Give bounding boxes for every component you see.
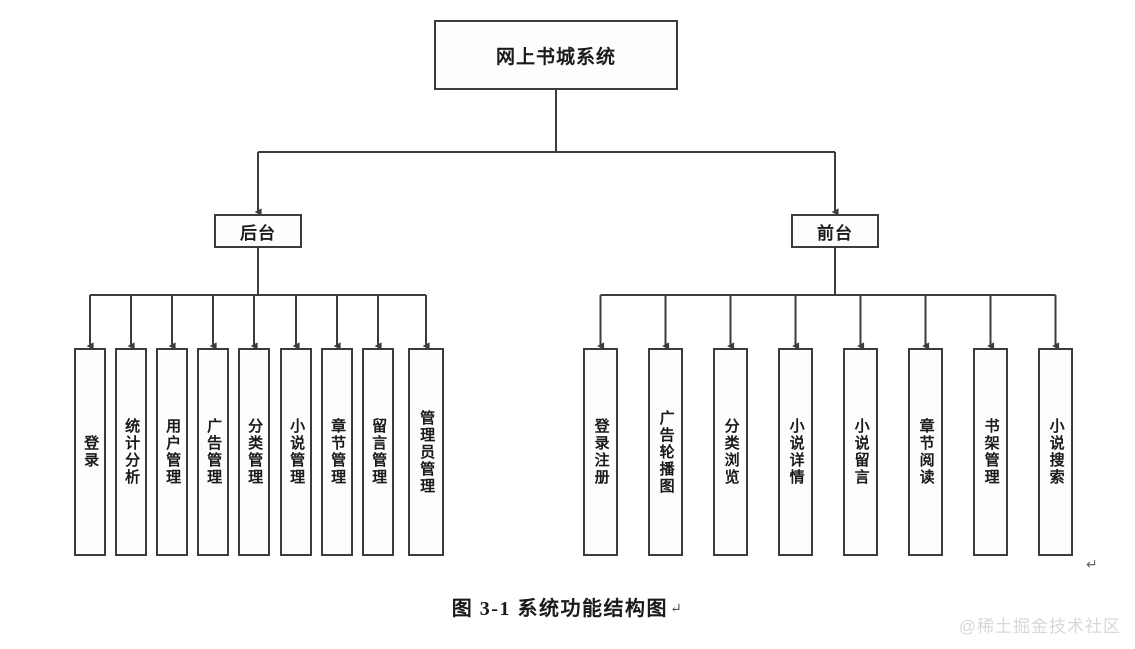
node-leaf-backend-5: 小说管理	[280, 348, 312, 556]
node-leaf-backend-0: 登录	[74, 348, 106, 556]
node-leaf-frontend-7-label: 小说搜索	[1047, 418, 1065, 486]
node-leaf-frontend-3-label: 小说详情	[787, 418, 805, 486]
node-leaf-frontend-6-label: 书架管理	[982, 418, 1000, 486]
node-leaf-backend-1-label: 统计分析	[123, 418, 141, 486]
node-leaf-frontend-6: 书架管理	[973, 348, 1008, 556]
node-leaf-frontend-7: 小说搜索	[1038, 348, 1073, 556]
node-leaf-backend-0-label: 登录	[82, 435, 100, 469]
node-leaf-frontend-3: 小说详情	[778, 348, 813, 556]
figure-caption-text: 图 3-1 系统功能结构图	[451, 598, 668, 620]
node-leaf-backend-8-label: 管理员管理	[418, 409, 436, 495]
node-branch-backend-label: 后台	[240, 223, 276, 243]
node-leaf-frontend-5: 章节阅读	[908, 348, 943, 556]
node-branch-frontend: 前台	[791, 214, 879, 248]
node-branch-backend: 后台	[214, 214, 302, 248]
node-leaf-backend-7: 留言管理	[362, 348, 394, 556]
node-root: 网上书城系统	[434, 20, 678, 90]
node-leaf-backend-6: 章节管理	[321, 348, 353, 556]
node-leaf-backend-3: 广告管理	[197, 348, 229, 556]
node-leaf-backend-1: 统计分析	[115, 348, 147, 556]
watermark-label: @稀土掘金技术社区	[958, 617, 1121, 636]
node-leaf-frontend-1: 广告轮播图	[648, 348, 683, 556]
node-leaf-backend-2: 用户管理	[156, 348, 188, 556]
node-leaf-backend-3-label: 广告管理	[205, 418, 223, 486]
node-leaf-frontend-5-label: 章节阅读	[917, 418, 935, 486]
node-leaf-backend-8: 管理员管理	[408, 348, 444, 556]
node-branch-frontend-label: 前台	[817, 223, 853, 243]
paragraph-mark-icon: ↵	[669, 602, 684, 617]
node-leaf-frontend-1-label: 广告轮播图	[657, 409, 675, 495]
node-leaf-backend-6-label: 章节管理	[329, 418, 347, 486]
node-leaf-backend-4: 分类管理	[238, 348, 270, 556]
node-root-label: 网上书城系统	[495, 46, 616, 68]
node-leaf-backend-4-label: 分类管理	[246, 418, 264, 486]
trailing-paragraph-mark-icon: ↵	[1086, 556, 1098, 572]
node-leaf-frontend-4: 小说留言	[843, 348, 878, 556]
node-leaf-frontend-0-label: 登录注册	[592, 418, 610, 486]
node-leaf-backend-7-label: 留言管理	[370, 418, 388, 486]
node-leaf-frontend-2: 分类浏览	[713, 348, 748, 556]
figure-caption: 图 3-1 系统功能结构图↵	[0, 592, 1135, 621]
node-leaf-frontend-2-label: 分类浏览	[722, 418, 740, 486]
node-leaf-backend-5-label: 小说管理	[288, 418, 306, 486]
node-leaf-frontend-4-label: 小说留言	[852, 418, 870, 486]
node-leaf-backend-2-label: 用户管理	[164, 418, 182, 486]
node-leaf-frontend-0: 登录注册	[583, 348, 618, 556]
